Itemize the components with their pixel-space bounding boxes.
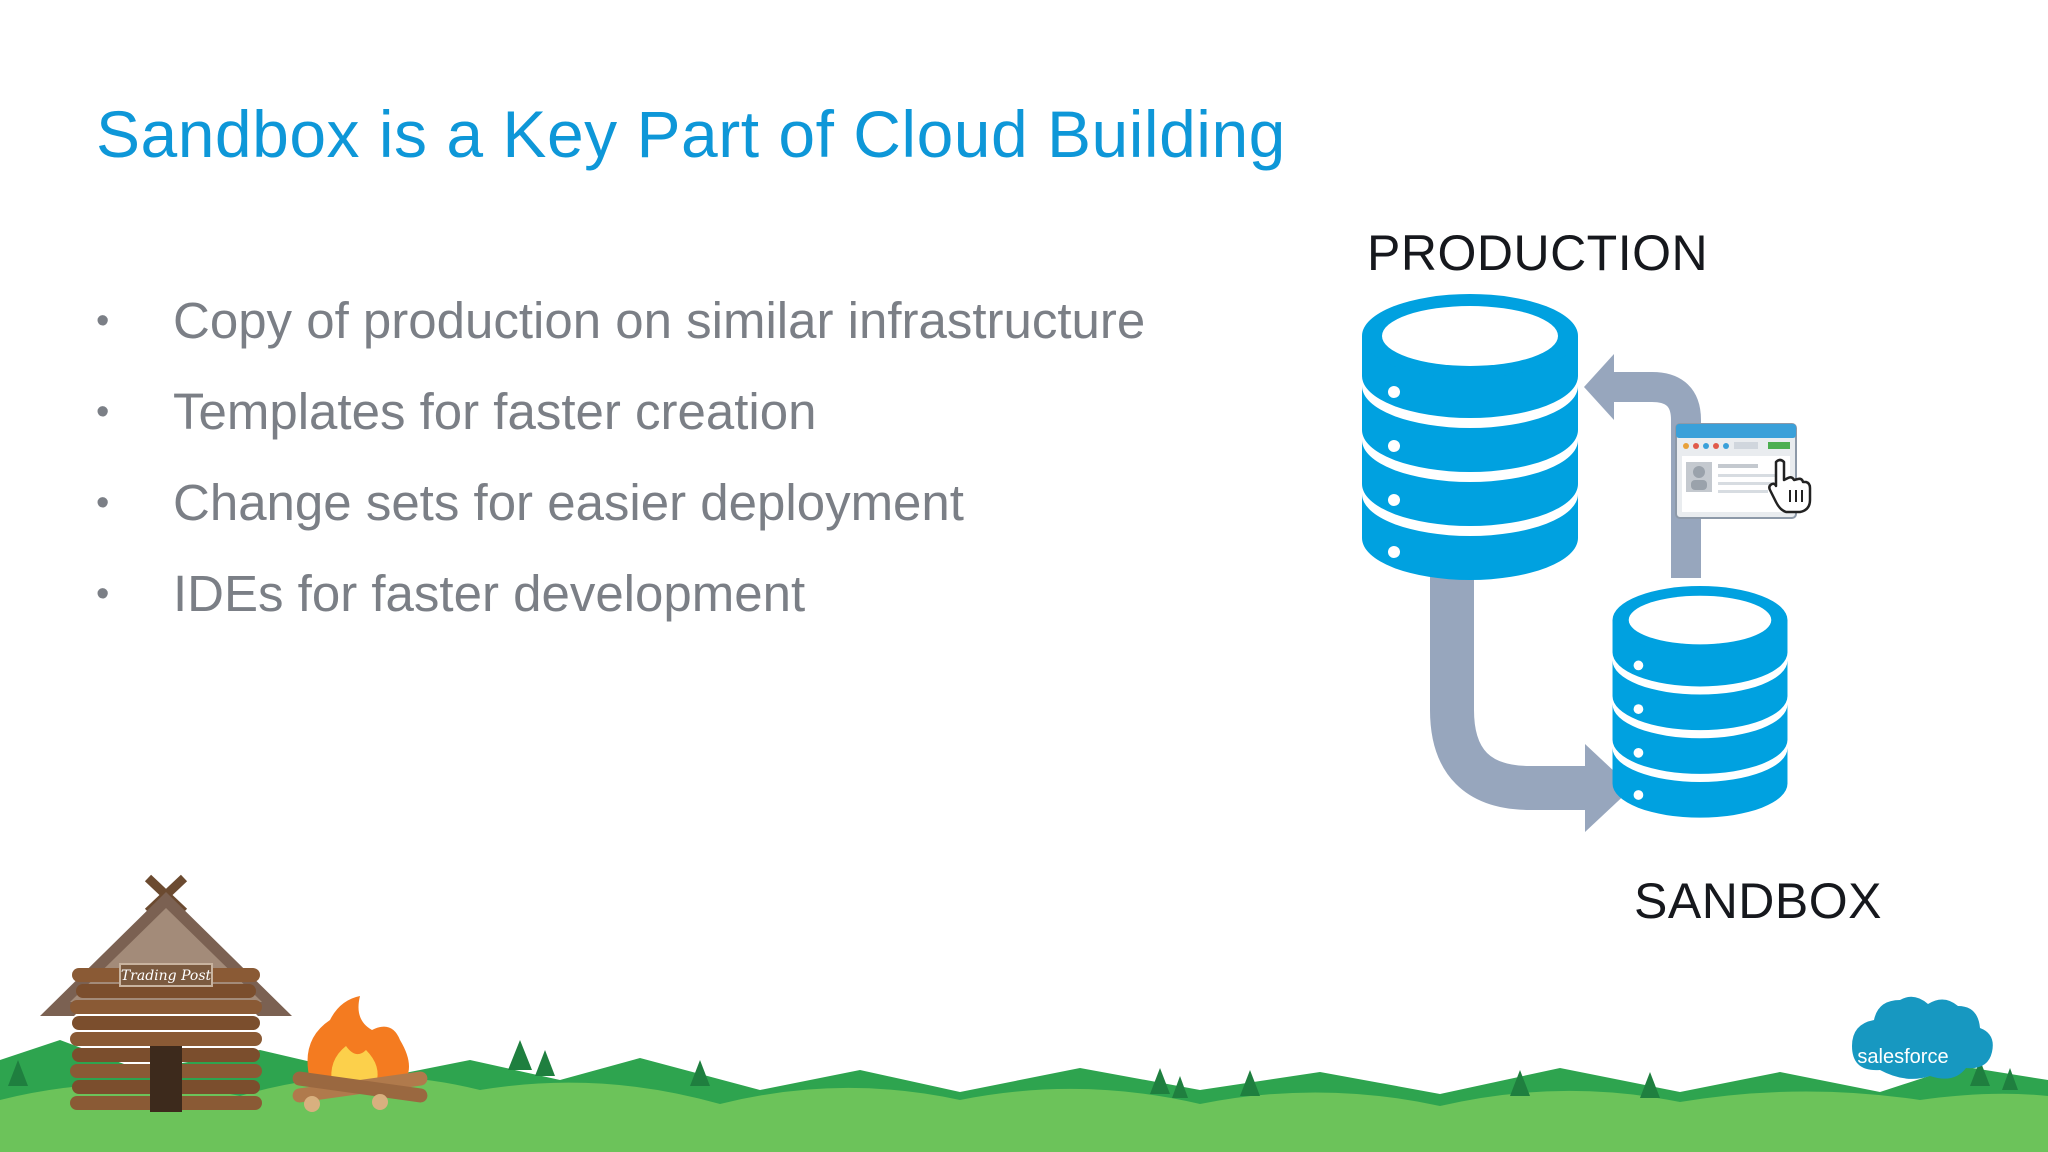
brand-name: salesforce xyxy=(1857,1046,1948,1068)
cabin-sign: Trading Post xyxy=(121,968,212,984)
deploy-down-arrowhead xyxy=(1585,744,1632,832)
bullet-text: Templates for faster creation xyxy=(173,383,817,440)
promote-up-arrow xyxy=(1610,372,1701,578)
deploy-down-arrow xyxy=(1430,570,1590,810)
front-hills xyxy=(0,1076,2048,1152)
hand-cursor-icon xyxy=(1768,458,1812,514)
bullet-dot: • xyxy=(96,573,110,615)
campfire-icon xyxy=(292,996,428,1112)
browser-window-icon xyxy=(1675,423,1797,519)
bullet-text: IDEs for faster development xyxy=(173,565,806,622)
bullet-text: Change sets for easier deployment xyxy=(173,474,964,531)
sandbox-label: SANDBOX xyxy=(1634,873,1883,929)
slide-title: Sandbox is a Key Part of Cloud Building xyxy=(96,97,1286,171)
trading-post-cabin-icon: Trading Post xyxy=(40,874,292,1112)
promote-up-arrowhead xyxy=(1584,354,1614,420)
trees xyxy=(8,1040,2018,1098)
bullet-dot: • xyxy=(96,482,110,524)
bullet-dot: • xyxy=(96,391,110,433)
bullet-text: Copy of production on similar infrastruc… xyxy=(173,292,1146,349)
salesforce-logo: salesforce xyxy=(1852,996,1993,1079)
bullet-dot: • xyxy=(96,300,110,342)
production-label: PRODUCTION xyxy=(1367,225,1709,281)
